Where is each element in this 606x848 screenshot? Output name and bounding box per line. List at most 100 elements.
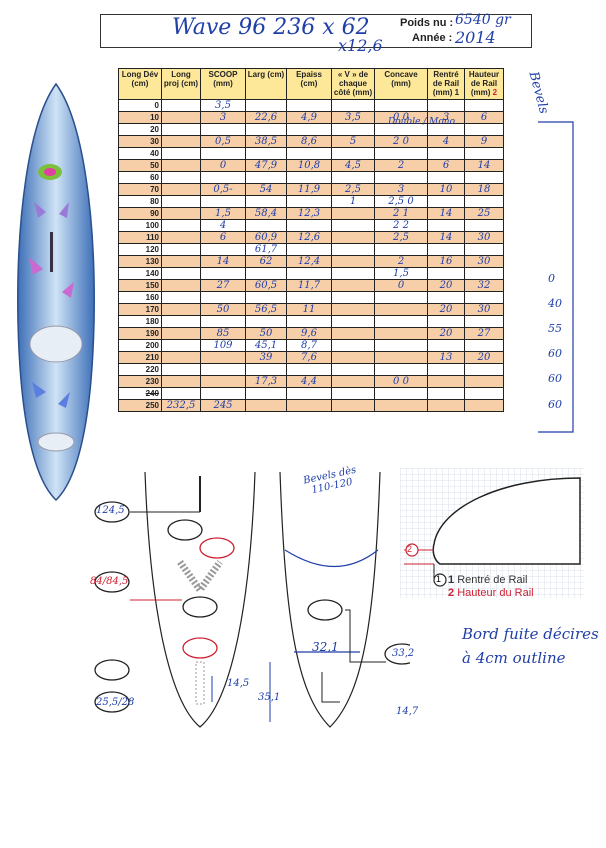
cell-proj [161,290,201,304]
cell-v: 3,5 [331,110,375,124]
table-row: 160 [118,290,504,304]
cell-v [331,398,375,412]
col-long-dev: Long Dév (cm) [118,68,162,100]
cell-hauteur [464,290,504,304]
cell-epaiss: 8,6 [286,134,332,148]
table-row: 40 [118,146,504,160]
cell-proj [161,194,201,208]
cell-long: 160 [118,290,162,304]
cell-scoop [200,170,246,184]
cell-hauteur: 32 [464,278,504,292]
cell-long: 240 [118,386,162,400]
rail-marker-2: 2 [407,544,413,554]
cell-concave [374,242,428,256]
cell-hauteur: 6 [464,110,504,124]
cell-epaiss: 7,6 [286,350,332,364]
cell-concave: 2 1 [374,206,428,220]
cell-long: 150 [118,278,162,292]
cell-proj [161,122,201,136]
cell-larg [245,194,287,208]
cell-proj [161,374,201,388]
cell-rentre [427,194,465,208]
cell-scoop: 14 [200,254,246,268]
col-epaiss: Epaiss (cm) [286,68,332,100]
cell-larg: 47,9 [245,158,287,172]
cell-hauteur [464,338,504,352]
cell-long: 90 [118,206,162,220]
cell-long: 70 [118,182,162,196]
cell-scoop [200,242,246,256]
cell-scoop [200,374,246,388]
cell-rentre [427,398,465,412]
cell-proj [161,134,201,148]
col-hauteur: Hauteur de Rail (mm) 2 [464,68,504,100]
cell-larg [245,386,287,400]
cell-concave: 2 2 [374,218,428,232]
cell-epaiss: 8,7 [286,338,332,352]
table-header-row: Long Dév (cm) Long proj (cm) SCOOP (mm) … [118,68,504,100]
cell-epaiss [286,266,332,280]
cell-v [331,386,375,400]
cell-epaiss: 12,3 [286,206,332,220]
cell-concave [374,362,428,376]
cell-concave [374,98,428,112]
cell-scoop: 245 [200,398,246,412]
cell-concave: 1,5 [374,266,428,280]
cell-concave [374,146,428,160]
cell-concave: 0 0 [374,374,428,388]
cell-rentre: 10 [427,182,465,196]
cell-v: 4,5 [331,158,375,172]
cell-scoop: 4 [200,218,246,232]
cell-concave: 2,5 0 [374,194,428,208]
table-row: 220 [118,362,504,376]
cell-rentre: 16 [427,254,465,268]
cell-long: 180 [118,314,162,328]
cell-v [331,314,375,328]
cell-proj [161,362,201,376]
cell-concave [374,314,428,328]
cell-larg: 60,5 [245,278,287,292]
cell-hauteur: 14 [464,158,504,172]
cell-proj [161,170,201,184]
cell-hauteur: 9 [464,134,504,148]
cell-long: 170 [118,302,162,316]
cell-proj [161,182,201,196]
cell-v [331,206,375,220]
cell-concave [374,302,428,316]
cell-long: 80 [118,194,162,208]
board-schematic [94,471,410,728]
cell-v [331,242,375,256]
cell-rentre [427,266,465,280]
cell-epaiss: 12,6 [286,230,332,244]
cell-hauteur [464,398,504,412]
cell-long: 140 [118,266,162,280]
cell-proj [161,266,201,280]
cell-hauteur [464,122,504,136]
cell-long: 30 [118,134,162,148]
cell-epaiss [286,398,332,412]
cell-scoop: 50 [200,302,246,316]
cell-v [331,266,375,280]
cell-larg: 60,9 [245,230,287,244]
cell-proj [161,254,201,268]
cell-epaiss [286,122,332,136]
cell-proj [161,350,201,364]
schema-label-right-2: 14,7 [396,706,419,717]
cell-rentre [427,98,465,112]
cell-epaiss [286,290,332,304]
cell-hauteur: 27 [464,326,504,340]
rail-marker-1: 1 [436,574,442,584]
cell-hauteur: 30 [464,302,504,316]
cell-long: 200 [118,338,162,352]
cell-long: 190 [118,326,162,340]
cell-scoop: 85 [200,326,246,340]
bevel-value: 55 [548,322,562,335]
cell-v [331,374,375,388]
cell-long: 60 [118,170,162,184]
cell-concave [374,350,428,364]
cell-proj [161,326,201,340]
